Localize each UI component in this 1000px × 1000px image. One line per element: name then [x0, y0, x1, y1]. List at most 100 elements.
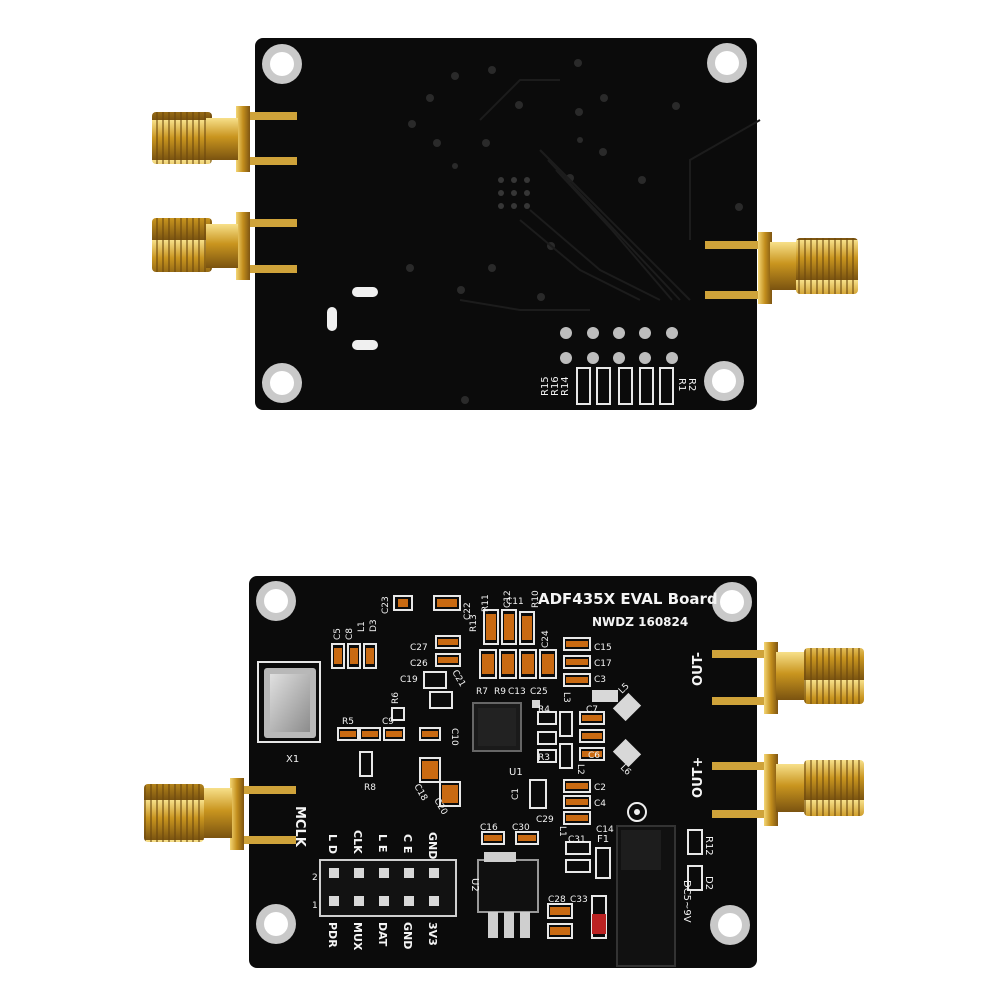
svg-text:R11: R11	[481, 594, 491, 612]
svg-text:L2: L2	[575, 764, 585, 775]
sma-connector-out-minus	[712, 642, 864, 714]
svg-text:R6: R6	[391, 692, 401, 704]
vias	[406, 59, 743, 404]
svg-text:R3: R3	[538, 753, 550, 763]
svg-text:GND: GND	[401, 922, 414, 949]
svg-text:MUX: MUX	[351, 922, 364, 951]
smd-components: C5 C8 L1 D3 C23 R13 C22 R11 C11 C12 R10 …	[331, 590, 703, 939]
svg-text:C4: C4	[594, 799, 606, 809]
svg-text:C27: C27	[410, 643, 428, 653]
svg-text:C29: C29	[536, 815, 554, 825]
svg-text:C6: C6	[588, 751, 600, 761]
header-top-labels: L D CLK L E C E GND	[326, 830, 439, 859]
svg-text:R2: R2	[686, 378, 697, 391]
svg-text:U1: U1	[509, 767, 523, 778]
mounting-hole	[256, 904, 296, 944]
sma-connector-mclk	[144, 778, 296, 850]
traces	[459, 79, 761, 311]
svg-text:R9: R9	[494, 687, 506, 697]
mounting-hole	[712, 582, 752, 622]
svg-text:D3: D3	[369, 619, 379, 632]
svg-text:C19: C19	[400, 675, 418, 685]
svg-text:C12: C12	[503, 590, 513, 608]
svg-text:C33: C33	[570, 895, 588, 905]
mounting-hole	[707, 43, 747, 83]
svg-text:C7: C7	[586, 705, 598, 715]
svg-text:CLK: CLK	[351, 830, 364, 854]
sma-connector	[705, 232, 858, 304]
silk-marks	[327, 287, 378, 350]
svg-text:R13: R13	[469, 614, 479, 632]
out-plus-label: OUT+	[691, 757, 706, 798]
svg-text:3V3: 3V3	[426, 922, 439, 946]
svg-text:DAT: DAT	[376, 922, 389, 947]
svg-text:R1: R1	[676, 378, 687, 391]
svg-text:C26: C26	[410, 659, 428, 669]
svg-text:C11: C11	[506, 597, 524, 607]
svg-text:L3: L3	[561, 692, 571, 703]
svg-text:C13: C13	[508, 687, 526, 697]
svg-text:R7: R7	[476, 687, 488, 697]
svg-text:C15: C15	[594, 643, 612, 653]
svg-text:C14: C14	[596, 825, 614, 835]
crystal-oscillator: X1	[257, 661, 321, 765]
voltage-regulator-u2: U2	[469, 852, 539, 938]
dc-power-jack: DC5~9V D2 R12 F1	[597, 802, 714, 967]
out-minus-label: OUT-	[691, 652, 706, 686]
svg-text:C5: C5	[333, 628, 343, 640]
pll-chip-u1: U1	[472, 702, 523, 778]
svg-text:C23: C23	[381, 596, 391, 614]
svg-text:2: 2	[312, 873, 318, 883]
svg-text:F1: F1	[597, 834, 609, 845]
resistor-labels-top: R15 R16 R14 R1 R2	[540, 376, 697, 396]
svg-text:R15: R15	[540, 376, 551, 396]
board-id: NWDZ 160824	[592, 615, 688, 629]
svg-text:R10: R10	[531, 590, 541, 608]
svg-text:L D: L D	[326, 834, 339, 854]
mounting-hole	[262, 363, 302, 403]
mounting-hole	[262, 44, 302, 84]
sma-connector	[152, 212, 297, 280]
svg-text:C31: C31	[568, 835, 586, 845]
svg-text:C3: C3	[594, 675, 606, 685]
svg-text:D2: D2	[703, 876, 714, 890]
svg-text:L1: L1	[557, 826, 567, 837]
svg-text:PDR: PDR	[326, 922, 339, 948]
mounting-hole	[704, 361, 744, 401]
svg-text:R8: R8	[364, 783, 376, 793]
svg-text:DC5~9V: DC5~9V	[681, 880, 692, 923]
chip-footprint-vias	[498, 177, 530, 209]
header-solder-joints	[560, 327, 678, 405]
svg-text:C E: C E	[401, 834, 414, 853]
svg-text:C24: C24	[541, 630, 551, 648]
board-title: ADF435X EVAL Board	[538, 590, 718, 608]
svg-text:U2: U2	[469, 878, 480, 892]
svg-text:C25: C25	[530, 687, 548, 697]
sma-connector-out-plus	[712, 754, 864, 826]
mounting-hole	[710, 905, 750, 945]
svg-text:1: 1	[312, 901, 318, 911]
svg-text:C9: C9	[382, 717, 394, 727]
svg-text:GND: GND	[426, 832, 439, 859]
svg-text:R5: R5	[342, 717, 354, 727]
svg-text:R16: R16	[550, 376, 561, 396]
header-bottom-labels: PDR MUX DAT GND 3V3	[326, 922, 439, 951]
svg-text:C16: C16	[480, 823, 498, 833]
svg-text:C8: C8	[345, 628, 355, 640]
svg-text:X1: X1	[286, 754, 299, 765]
svg-text:C17: C17	[594, 659, 612, 669]
pin-header: 2 1 L D CLK L E C E GND PDR MUX DAT GND …	[312, 830, 457, 951]
svg-text:L1: L1	[357, 621, 367, 632]
sma-connector	[152, 106, 297, 172]
svg-text:C10: C10	[449, 728, 459, 746]
svg-text:C28: C28	[548, 895, 566, 905]
svg-text:C22: C22	[463, 602, 473, 620]
bottom-board-front: ADF435X EVAL Board NWDZ 160824 X1 U1 U2	[144, 576, 864, 968]
svg-text:R4: R4	[538, 705, 550, 715]
svg-text:L E: L E	[376, 834, 389, 852]
mounting-hole	[256, 581, 296, 621]
svg-text:C2: C2	[594, 783, 606, 793]
svg-text:R14: R14	[560, 376, 571, 396]
svg-text:R12: R12	[703, 836, 714, 856]
